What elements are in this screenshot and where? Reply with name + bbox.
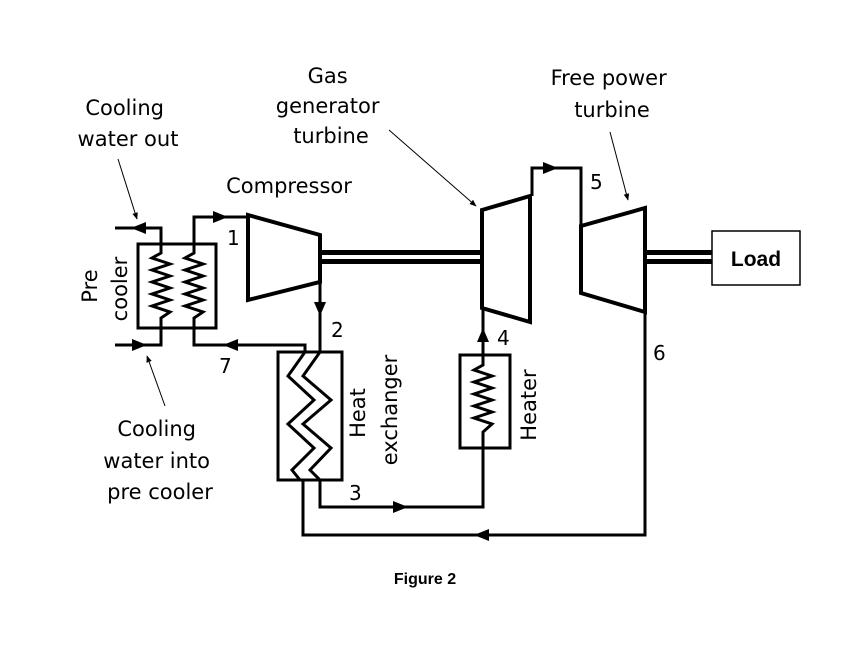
label-cooling-water-in: Cooling water into pre cooler xyxy=(103,417,216,504)
load-label: Load xyxy=(731,248,781,271)
flow-arrow-7 xyxy=(223,339,238,351)
shaft-gas-generator xyxy=(320,250,482,255)
cooling-water-in-line xyxy=(115,328,163,347)
label-cwi-line1: Cooling xyxy=(117,417,196,441)
pointer-cooling-water-in xyxy=(146,355,166,407)
flow-arrow-2 xyxy=(314,302,326,316)
flow-arrow-3 xyxy=(393,501,408,513)
heater-coil xyxy=(469,355,497,448)
flow-line-1 xyxy=(192,215,248,244)
state-point-5: 5 xyxy=(590,170,603,194)
state-point-3: 3 xyxy=(349,481,362,505)
flow-line-7 xyxy=(192,328,307,352)
load-box xyxy=(711,230,801,286)
cooling-water-in-arrow xyxy=(132,339,147,351)
state-point-2: 2 xyxy=(331,318,344,342)
shaft-load-lower xyxy=(645,259,712,264)
label-compressor: Compressor xyxy=(226,174,352,198)
figure-caption: Figure 2 xyxy=(394,571,456,588)
precooler-coil-gas xyxy=(180,244,208,328)
label-cooling-water-out-line1: Cooling xyxy=(85,96,164,120)
label-heat: Heat xyxy=(346,388,370,438)
label-cooler: cooler xyxy=(108,256,132,321)
precooler-box xyxy=(136,242,218,330)
label-ggt-line2: generator xyxy=(276,94,380,118)
pointer-gas-generator-turbine xyxy=(388,129,477,207)
precooler-coil-water xyxy=(147,244,175,328)
free-power-turbine xyxy=(579,205,647,315)
label-cooling-water-out: Cooling water out xyxy=(78,96,179,151)
pointer-cooling-water-out xyxy=(117,158,138,220)
label-cwi-line2: water into xyxy=(103,449,210,473)
cooling-water-out-arrow xyxy=(131,222,146,234)
compressor xyxy=(246,212,322,303)
state-point-6: 6 xyxy=(653,341,666,365)
flow-arrow-4 xyxy=(477,328,489,342)
heat-exchanger-coil-a xyxy=(285,351,317,481)
heat-exchanger-coil-b xyxy=(300,351,334,482)
state-point-4: 4 xyxy=(497,326,510,350)
shaft-load xyxy=(645,250,712,255)
label-fpt-line1: Free power xyxy=(551,66,668,90)
cooling-water-out-line xyxy=(115,226,163,244)
gas-generator-turbine xyxy=(480,193,532,325)
label-ggt-line3: turbine xyxy=(293,124,369,148)
label-fpt-line2: turbine xyxy=(574,98,650,122)
state-point-7: 7 xyxy=(219,354,232,378)
label-pre: Pre xyxy=(78,269,102,302)
shaft-gas-generator-lower xyxy=(320,259,482,264)
flow-line-5 xyxy=(530,166,583,226)
label-free-power-turbine: Free power turbine xyxy=(551,66,674,122)
label-heater: Heater xyxy=(517,369,541,441)
heater-box xyxy=(458,353,512,450)
label-ggt-line1: Gas xyxy=(308,64,348,88)
label-exchanger: exchanger xyxy=(378,354,402,465)
flow-arrow-6 xyxy=(474,529,489,541)
flow-arrow-1 xyxy=(213,211,228,223)
state-point-1: 1 xyxy=(227,226,240,250)
label-gas-generator-turbine: Gas generator turbine xyxy=(276,64,386,148)
label-cwi-line3: pre cooler xyxy=(107,480,213,504)
heat-exchanger-box xyxy=(276,350,344,482)
flow-arrow-5 xyxy=(543,162,558,174)
pointer-free-power-turbine xyxy=(609,131,630,201)
label-cooling-water-out-line2: water out xyxy=(78,127,179,151)
